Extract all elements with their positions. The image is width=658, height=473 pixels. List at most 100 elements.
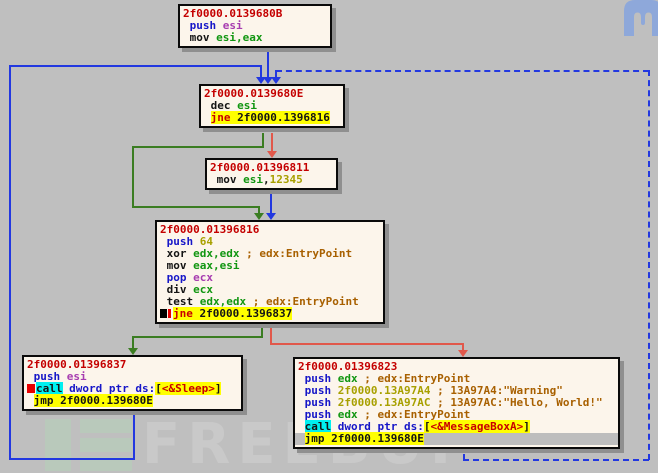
malwarebytes-logo bbox=[621, 0, 658, 40]
asm-token bbox=[298, 432, 305, 445]
asm-token: push bbox=[298, 396, 338, 409]
asm-token: pop bbox=[160, 271, 194, 284]
asm-token: push bbox=[183, 19, 223, 32]
asm-line[interactable]: push edx ; edx:EntryPoint bbox=[298, 409, 615, 421]
asm-token: ; edx:EntryPoint bbox=[357, 408, 471, 421]
flow-edge bbox=[132, 206, 260, 208]
asm-token: dword ptr bbox=[337, 420, 404, 433]
asm-line[interactable]: mov esi,eax bbox=[183, 32, 327, 44]
asm-token: jne bbox=[173, 307, 193, 320]
asm-block-2f0000.01396823[interactable]: 2f0000.01396823 push edx ; edx:EntryPoin… bbox=[293, 357, 620, 449]
flow-arrowhead-icon bbox=[263, 77, 273, 84]
flow-edge bbox=[9, 458, 135, 460]
asm-line[interactable]: pop ecx bbox=[160, 272, 380, 284]
flow-edge bbox=[270, 192, 272, 214]
asm-line-selected[interactable]: jmp 2f0000.139680E bbox=[295, 432, 618, 445]
flow-arrowhead-icon bbox=[271, 77, 281, 84]
flow-edge bbox=[270, 343, 464, 345]
asm-token: [ bbox=[155, 382, 162, 395]
block-address: 2f0000.01396816 bbox=[160, 223, 260, 236]
asm-token: jmp 2f0000.139680E bbox=[33, 394, 153, 407]
flow-edge bbox=[271, 133, 273, 152]
asm-token: ; edx:EntryPoint bbox=[357, 372, 471, 385]
flow-edge bbox=[262, 133, 264, 147]
breakpoint-icon bbox=[168, 309, 171, 318]
flow-edge bbox=[132, 336, 263, 338]
asm-token: 2f0000.13A97A4 bbox=[337, 384, 431, 397]
asm-line[interactable]: jne 2f0000.1396837 bbox=[160, 307, 380, 320]
asm-line[interactable]: xor edx,edx ; edx:EntryPoint bbox=[160, 248, 380, 260]
asm-token: ] bbox=[523, 420, 530, 433]
malwarebytes-m-icon bbox=[624, 0, 658, 36]
asm-token: ; 13A97A4:"Warning" bbox=[430, 384, 563, 397]
flow-edge bbox=[133, 415, 135, 460]
asm-line[interactable]: dec esi bbox=[204, 100, 340, 112]
asm-line[interactable]: mov eax,esi bbox=[160, 260, 380, 272]
asm-token: push bbox=[27, 370, 67, 383]
asm-token: call bbox=[304, 420, 332, 433]
asm-token: <&Sleep> bbox=[161, 382, 215, 395]
asm-token: <&MessageBoxA> bbox=[430, 420, 524, 433]
flow-edge bbox=[9, 65, 262, 67]
flow-edge bbox=[276, 70, 649, 72]
asm-line[interactable]: div ecx bbox=[160, 284, 380, 296]
asm-line[interactable]: push 2f0000.13A97AC ; 13A97AC:"Hello, Wo… bbox=[298, 397, 615, 409]
asm-line[interactable]: test edx,edx ; edx:EntryPoint bbox=[160, 296, 380, 308]
asm-line[interactable]: push edx ; edx:EntryPoint bbox=[298, 373, 615, 385]
asm-block-2f0000.01396816[interactable]: 2f0000.01396816 push 64 xor edx,edx ; ed… bbox=[155, 220, 385, 324]
asm-token: ecx bbox=[193, 271, 213, 284]
asm-token: 2f0000.13A97AC bbox=[337, 396, 431, 409]
flow-edge bbox=[275, 70, 277, 78]
flow-edge bbox=[267, 49, 269, 78]
asm-token: push bbox=[298, 408, 338, 421]
asm-token: push bbox=[298, 384, 338, 397]
asm-line[interactable]: push esi bbox=[183, 20, 327, 32]
asm-token: jmp 2f0000.139680E bbox=[304, 432, 424, 445]
asm-token: edx,edx bbox=[193, 247, 240, 260]
flow-edge bbox=[132, 336, 134, 349]
asm-token: 2f0000.1396816 bbox=[230, 111, 330, 124]
asm-token: call bbox=[36, 382, 63, 395]
asm-token: [ bbox=[423, 420, 431, 433]
asm-token: xor bbox=[160, 247, 194, 260]
flow-arrowhead-icon bbox=[254, 213, 264, 220]
asm-token: mov bbox=[183, 31, 217, 44]
asm-block-2f0000.01396811[interactable]: 2f0000.01396811 mov esi,12345 bbox=[205, 158, 338, 190]
asm-token: ds: bbox=[135, 382, 156, 395]
asm-line[interactable]: jmp 2f0000.139680E bbox=[27, 394, 238, 407]
asm-token: mov bbox=[210, 173, 244, 186]
asm-line[interactable]: jne 2f0000.1396816 bbox=[204, 111, 340, 124]
marker-icon bbox=[160, 309, 167, 318]
flow-arrowhead-icon bbox=[458, 350, 468, 357]
flow-edge bbox=[270, 320, 272, 344]
asm-block-2f0000.0139680E[interactable]: 2f0000.0139680E dec esi jne 2f0000.13968… bbox=[199, 84, 345, 128]
asm-line[interactable]: call dword ptr ds:[<&Sleep>] bbox=[27, 382, 238, 395]
asm-token: esi,eax bbox=[216, 31, 263, 44]
asm-token: jne bbox=[210, 111, 231, 124]
asm-token: ds: bbox=[403, 420, 424, 433]
asm-token bbox=[204, 111, 211, 124]
flow-edge bbox=[463, 443, 465, 460]
asm-token: esi bbox=[237, 99, 257, 112]
flow-arrowhead-icon bbox=[266, 213, 276, 220]
flow-edge bbox=[132, 146, 264, 148]
asm-token: ] bbox=[214, 382, 222, 395]
asm-token: 2f0000.1396837 bbox=[192, 307, 293, 320]
block-address: 2f0000.01396811 bbox=[210, 161, 310, 174]
asm-token: ecx bbox=[193, 283, 213, 296]
asm-token: 12345 bbox=[269, 173, 303, 186]
asm-line[interactable]: push 64 bbox=[160, 236, 380, 248]
asm-token: test bbox=[160, 295, 200, 308]
flow-arrowhead-icon bbox=[267, 151, 277, 158]
asm-line[interactable]: mov esi,12345 bbox=[210, 174, 333, 186]
asm-token: esi bbox=[243, 173, 263, 186]
asm-block-2f0000.0139680B[interactable]: 2f0000.0139680B push esi mov esi,eax bbox=[178, 4, 332, 48]
asm-line[interactable]: call dword ptr ds:[<&MessageBoxA>] bbox=[298, 420, 615, 433]
asm-line[interactable]: push 2f0000.13A97A4 ; 13A97A4:"Warning" bbox=[298, 385, 615, 397]
asm-token: eax,esi bbox=[193, 259, 240, 272]
asm-line[interactable]: push esi bbox=[27, 371, 238, 383]
block-address: 2f0000.0139680E bbox=[204, 87, 304, 100]
breakpoint-icon bbox=[27, 384, 35, 393]
